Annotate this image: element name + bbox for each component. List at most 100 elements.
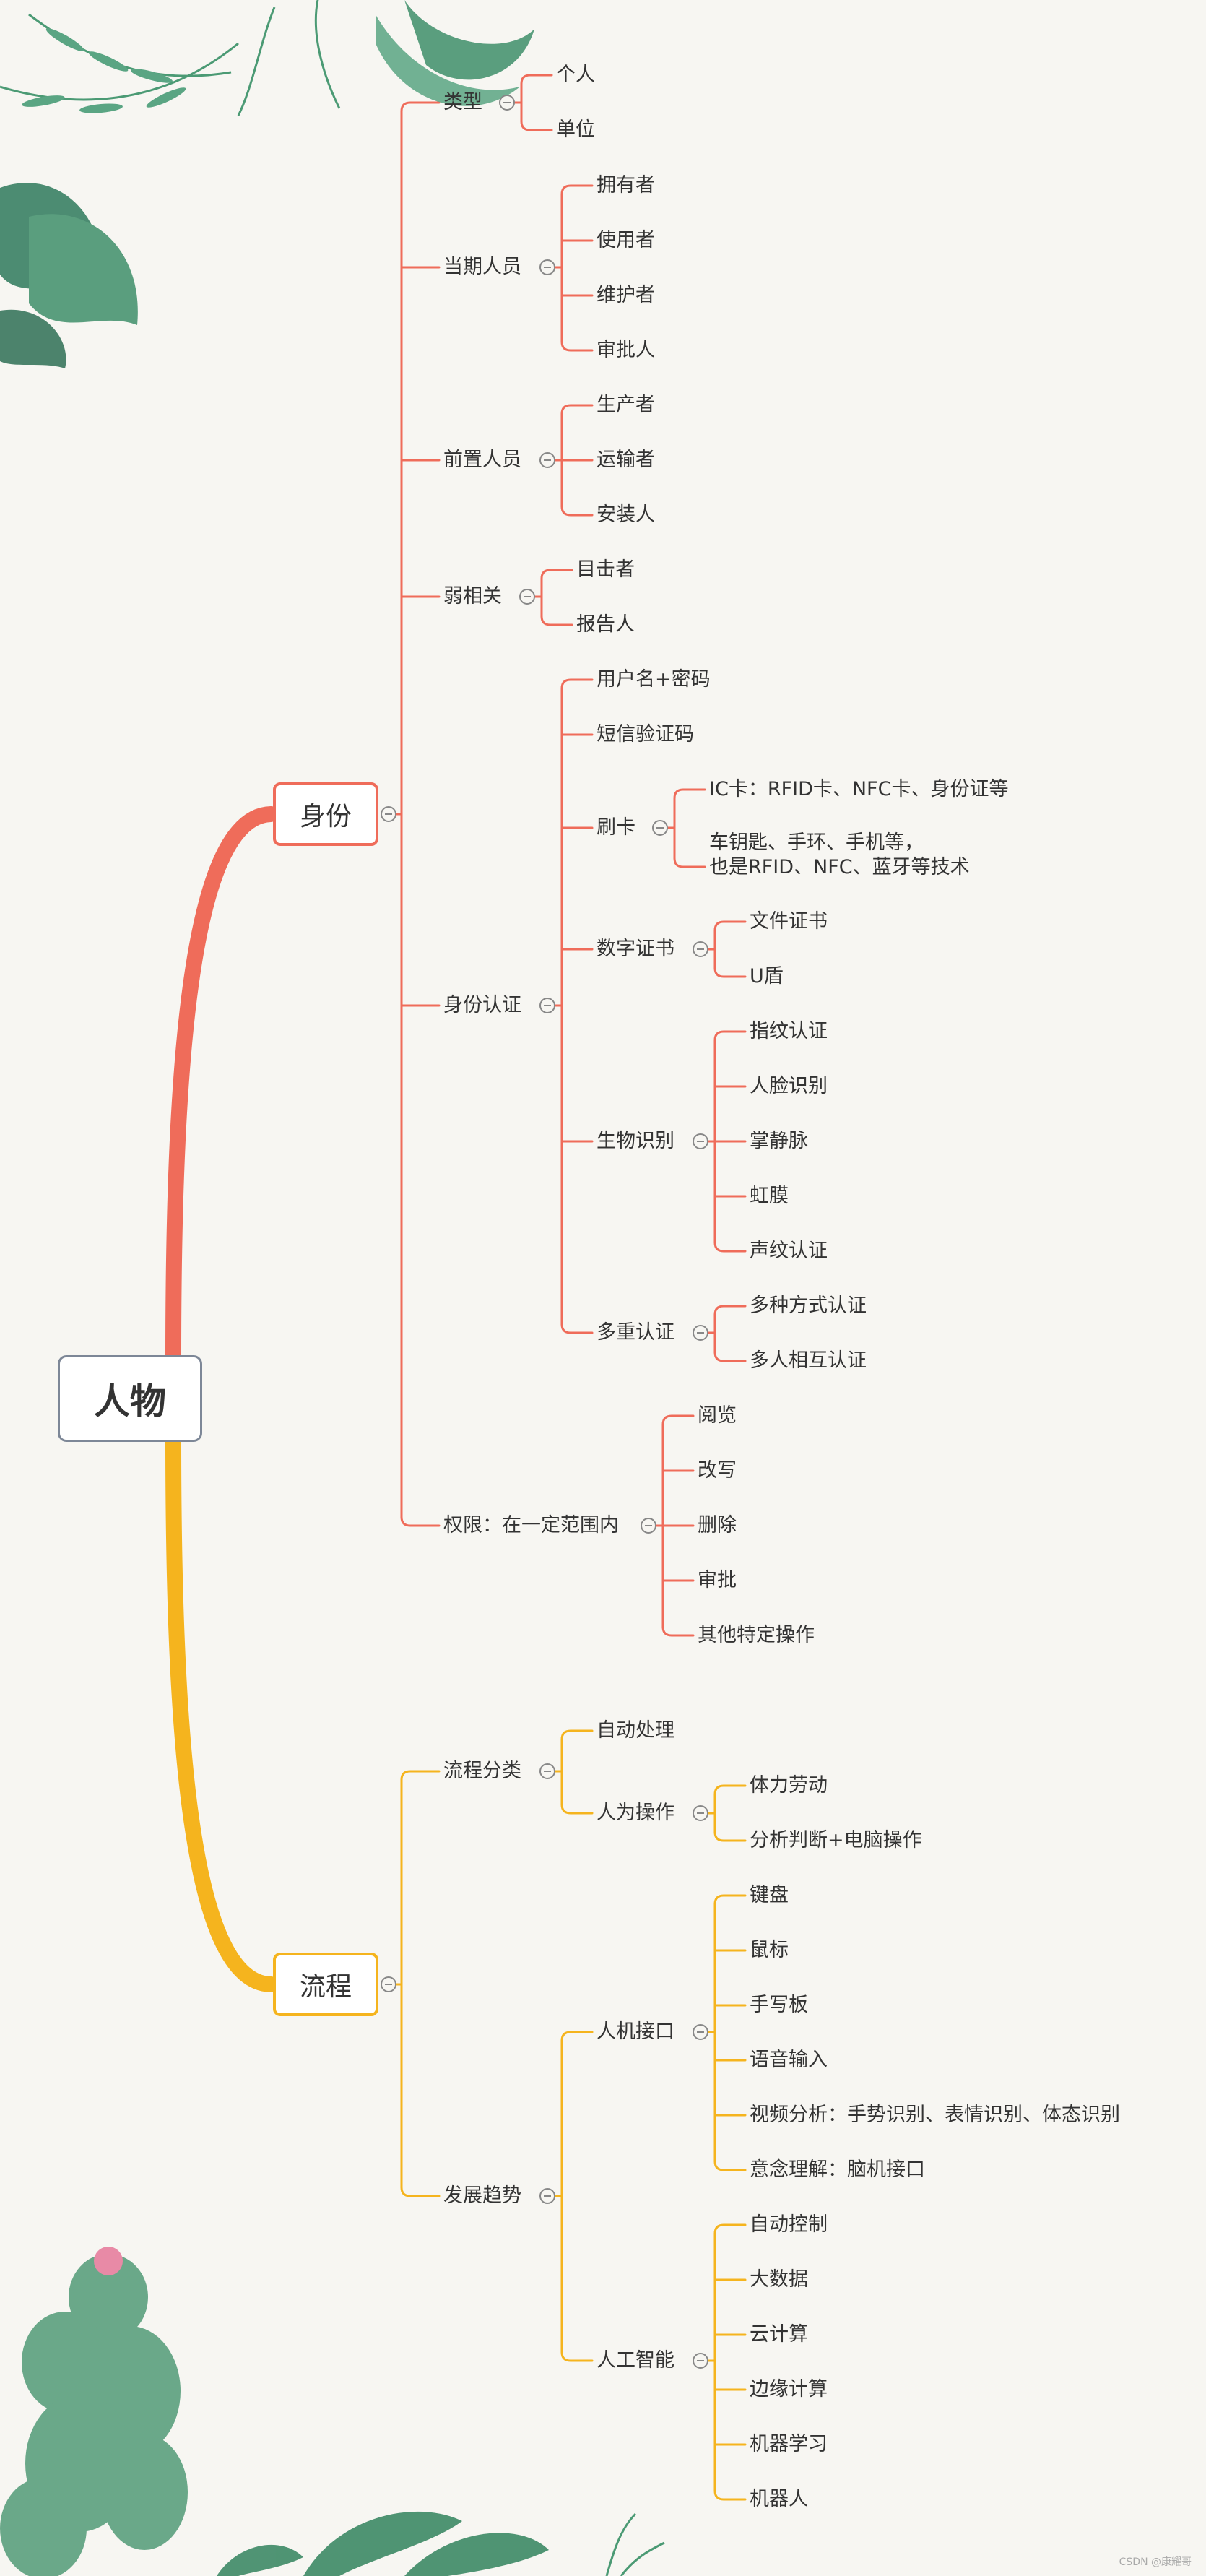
leaf-hci-1[interactable]: 鼠标 bbox=[750, 1938, 789, 1963]
node-type[interactable]: 类型 bbox=[443, 90, 482, 115]
leaf-ai-5[interactable]: 机器人 bbox=[750, 2487, 808, 2512]
collapse-perm[interactable] bbox=[641, 1518, 656, 1534]
node-sms-code[interactable]: 短信验证码 bbox=[597, 722, 694, 747]
collapse-auth[interactable] bbox=[539, 998, 555, 1013]
leaf-bio-4[interactable]: 声纹认证 bbox=[750, 1239, 828, 1263]
child-connector bbox=[715, 2161, 745, 2170]
child-connector bbox=[715, 1352, 745, 1361]
leaf-hci-3[interactable]: 语音输入 bbox=[750, 2048, 828, 2073]
node-hci[interactable]: 人机接口 bbox=[597, 2020, 674, 2044]
leaf-multi-1[interactable]: 多人相互认证 bbox=[750, 1349, 867, 1373]
leaf-cert-0[interactable]: 文件证书 bbox=[750, 909, 828, 934]
child-connector bbox=[715, 1032, 745, 1040]
leaf-current-0[interactable]: 拥有者 bbox=[597, 173, 655, 198]
leaf-card-0[interactable]: IC卡：RFID卡、NFC卡、身份证等 bbox=[709, 777, 1008, 802]
leaf-previous-1[interactable]: 运输者 bbox=[597, 448, 655, 472]
leaf-hci-0[interactable]: 键盘 bbox=[750, 1883, 789, 1908]
leaf-manual-1[interactable]: 分析判断+电脑操作 bbox=[750, 1828, 922, 1853]
node-identity-auth[interactable]: 身份认证 bbox=[443, 993, 521, 1018]
leaf-hci-5[interactable]: 意念理解：脑机接口 bbox=[750, 2158, 925, 2182]
leaf-type-1[interactable]: 单位 bbox=[556, 118, 595, 142]
leaf-manual-0[interactable]: 体力劳动 bbox=[750, 1773, 828, 1798]
node-card[interactable]: 刷卡 bbox=[597, 816, 635, 840]
leaf-previous-2[interactable]: 安装人 bbox=[597, 503, 655, 527]
node-digital-cert[interactable]: 数字证书 bbox=[597, 937, 674, 961]
child-connector bbox=[402, 1771, 439, 1780]
collapse-trend[interactable] bbox=[539, 2188, 555, 2204]
collapse-process[interactable] bbox=[381, 1976, 396, 1992]
collapse-card[interactable] bbox=[652, 820, 668, 836]
leaf-perm-1[interactable]: 改写 bbox=[698, 1458, 737, 1483]
node-permission[interactable]: 权限：在一定范围内 bbox=[443, 1513, 619, 1538]
leaf-ai-1[interactable]: 大数据 bbox=[750, 2268, 808, 2292]
leaf-hci-2[interactable]: 手写板 bbox=[750, 1993, 808, 2018]
node-multi-auth[interactable]: 多重认证 bbox=[597, 1321, 674, 1345]
leaf-bio-3[interactable]: 虹膜 bbox=[750, 1184, 789, 1209]
child-connector bbox=[562, 506, 592, 515]
leaf-current-2[interactable]: 维护者 bbox=[597, 283, 655, 308]
node-process[interactable]: 流程 bbox=[273, 1953, 378, 2016]
child-connector bbox=[562, 186, 592, 194]
leaf-previous-0[interactable]: 生产者 bbox=[597, 393, 655, 418]
leaf-card-1[interactable]: 车钥匙、手环、手机等， 也是RFID、NFC、蓝牙等技术 bbox=[709, 831, 970, 880]
leaf-weak-1[interactable]: 报告人 bbox=[576, 613, 635, 637]
child-connector bbox=[715, 922, 745, 930]
node-trend[interactable]: 发展趋势 bbox=[443, 2184, 521, 2208]
leaf-perm-2[interactable]: 删除 bbox=[698, 1513, 737, 1538]
node-ai[interactable]: 人工智能 bbox=[597, 2348, 674, 2373]
child-connector bbox=[402, 1517, 439, 1526]
leaf-weak-0[interactable]: 目击者 bbox=[576, 558, 635, 582]
child-connector bbox=[715, 1896, 745, 1904]
child-connector bbox=[562, 405, 592, 414]
node-weak-related[interactable]: 弱相关 bbox=[443, 584, 502, 609]
leaf-current-1[interactable]: 使用者 bbox=[597, 228, 655, 253]
collapse-hci[interactable] bbox=[693, 2024, 708, 2040]
leaf-ai-3[interactable]: 边缘计算 bbox=[750, 2377, 828, 2402]
node-auto-process[interactable]: 自动处理 bbox=[597, 1719, 674, 1743]
node-process-category[interactable]: 流程分类 bbox=[443, 1759, 521, 1784]
leaf-current-3[interactable]: 审批人 bbox=[597, 338, 655, 363]
leaf-hci-4[interactable]: 视频分析：手势识别、表情识别、体态识别 bbox=[750, 2103, 1120, 2127]
collapse-weak[interactable] bbox=[519, 589, 535, 605]
child-connector bbox=[674, 790, 705, 798]
leaf-ai-4[interactable]: 机器学习 bbox=[750, 2432, 828, 2457]
collapse-type[interactable] bbox=[499, 95, 515, 111]
collapse-previous[interactable] bbox=[539, 452, 555, 468]
leaf-bio-1[interactable]: 人脸识别 bbox=[750, 1074, 828, 1099]
node-previous-staff[interactable]: 前置人员 bbox=[443, 448, 521, 472]
node-biometric[interactable]: 生物识别 bbox=[597, 1129, 674, 1154]
collapse-identity[interactable] bbox=[381, 806, 396, 822]
leaf-perm-0[interactable]: 阅览 bbox=[698, 1404, 737, 1428]
leaf-type-0[interactable]: 个人 bbox=[556, 63, 595, 87]
root-node[interactable]: 人物 bbox=[58, 1355, 202, 1442]
collapse-ai[interactable] bbox=[693, 2353, 708, 2369]
collapse-cert[interactable] bbox=[693, 941, 708, 957]
leaf-multi-0[interactable]: 多种方式认证 bbox=[750, 1294, 867, 1318]
child-connector bbox=[715, 968, 745, 977]
leaf-ai-0[interactable]: 自动控制 bbox=[750, 2213, 828, 2237]
main-branch-identity bbox=[173, 814, 271, 1358]
leaf-perm-4[interactable]: 其他特定操作 bbox=[698, 1623, 815, 1648]
leaf-decoration-top bbox=[0, 0, 549, 376]
child-connector bbox=[562, 1324, 592, 1333]
collapse-category[interactable] bbox=[539, 1763, 555, 1779]
node-current-staff[interactable]: 当期人员 bbox=[443, 255, 521, 280]
child-connector bbox=[715, 1832, 745, 1841]
leaf-cert-1[interactable]: U盾 bbox=[750, 964, 784, 989]
leaf-ai-2[interactable]: 云计算 bbox=[750, 2322, 808, 2347]
node-password[interactable]: 用户名+密码 bbox=[597, 667, 711, 692]
collapse-manual[interactable] bbox=[693, 1805, 708, 1821]
collapse-bio[interactable] bbox=[693, 1133, 708, 1149]
leaf-bio-0[interactable]: 指纹认证 bbox=[750, 1019, 828, 1044]
node-manual-op[interactable]: 人为操作 bbox=[597, 1801, 674, 1825]
child-connector bbox=[562, 1731, 592, 1739]
credit-text: CSDN @康耀哥 bbox=[1119, 2554, 1192, 2569]
collapse-current[interactable] bbox=[539, 259, 555, 275]
node-identity[interactable]: 身份 bbox=[273, 782, 378, 846]
leaf-perm-3[interactable]: 审批 bbox=[698, 1568, 737, 1593]
collapse-multi[interactable] bbox=[693, 1325, 708, 1341]
child-connector bbox=[562, 1805, 592, 1813]
leaf-bio-2[interactable]: 掌静脉 bbox=[750, 1129, 808, 1154]
